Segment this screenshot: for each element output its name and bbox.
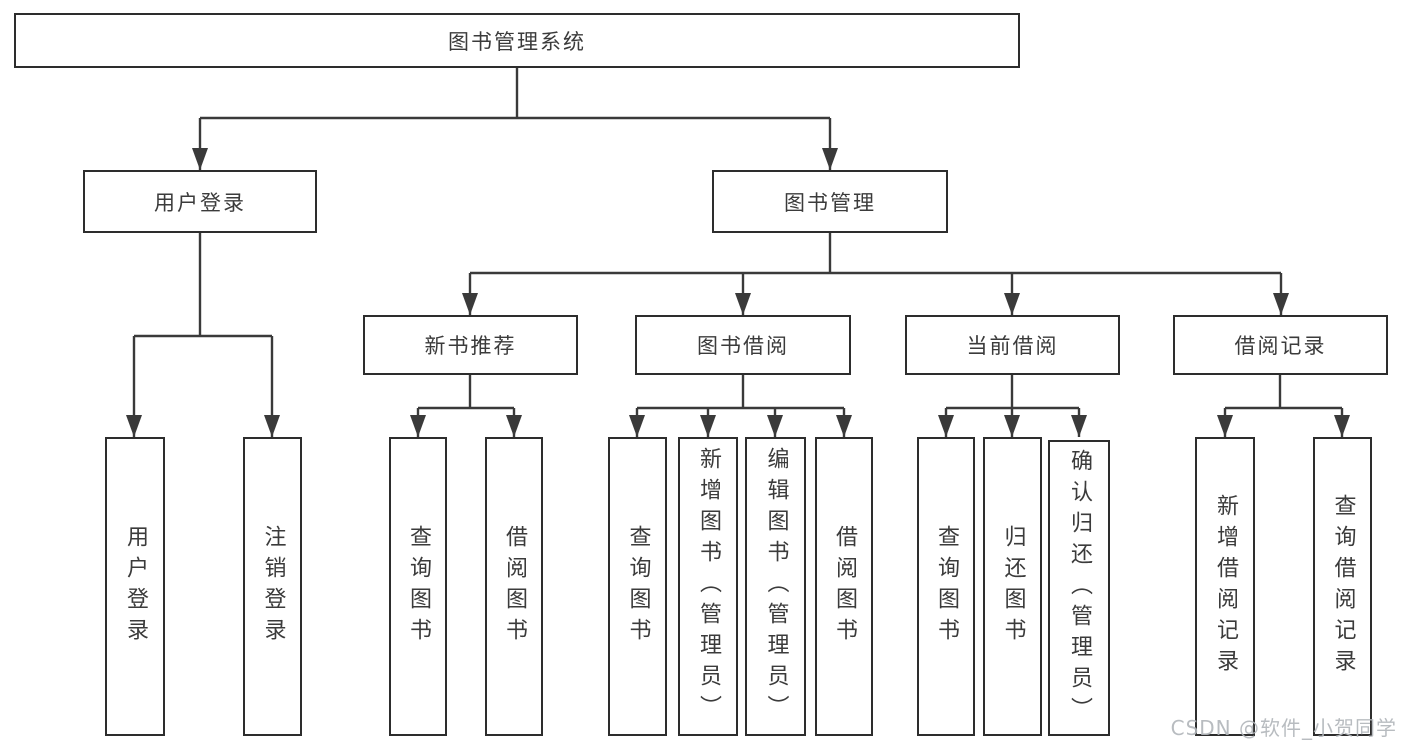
node-label: 查询图书 (625, 524, 651, 649)
leaf-add-borrow-record: 新增借阅记录 (1195, 437, 1255, 736)
node-label: 查询借阅记录 (1330, 493, 1356, 680)
csdn-watermark: CSDN @软件_小贺同学 (1170, 716, 1397, 740)
node-label: 图书管理 (784, 190, 876, 215)
node-label: 图书借阅 (697, 334, 789, 358)
leaf-query-books-current: 查询图书 (917, 437, 975, 736)
leaf-query-books-borrow: 查询图书 (608, 437, 667, 736)
leaf-borrow-books-recommend: 借阅图书 (485, 437, 543, 736)
node-label: 新增图书（管理员） (696, 447, 721, 726)
node-label: 归还图书 (1000, 524, 1026, 649)
node-label: 当前借阅 (966, 334, 1059, 358)
leaf-user-login: 用户登录 (105, 437, 165, 736)
node-book-management-branch: 图书管理 (712, 170, 948, 233)
node-current-borrow: 当前借阅 (905, 315, 1120, 375)
node-user-login-branch: 用户登录 (83, 170, 317, 233)
node-label: 查询图书 (406, 524, 431, 649)
node-label: 查询图书 (934, 524, 959, 649)
node-new-book-recommend: 新书推荐 (363, 315, 578, 375)
leaf-query-borrow-record: 查询借阅记录 (1313, 437, 1372, 736)
node-borrow-records: 借阅记录 (1173, 315, 1388, 375)
leaf-query-books-recommend: 查询图书 (389, 437, 447, 736)
leaf-logout: 注销登录 (243, 437, 302, 736)
leaf-borrow-books: 借阅图书 (815, 437, 873, 736)
leaf-confirm-return-admin: 确认归还（管理员） (1048, 440, 1110, 736)
leaf-add-books-admin: 新增图书（管理员） (678, 437, 738, 736)
node-book-borrow: 图书借阅 (635, 315, 851, 375)
node-label: 确认归还（管理员） (1067, 448, 1092, 728)
node-label: 借阅图书 (502, 524, 527, 649)
node-label: 新增借阅记录 (1213, 493, 1238, 680)
node-label: 借阅图书 (832, 524, 857, 649)
node-label: 借阅记录 (1234, 334, 1327, 358)
node-label: 图书管理系统 (448, 29, 586, 54)
leaf-return-books: 归还图书 (983, 437, 1042, 736)
node-label: 用户登录 (154, 190, 246, 215)
leaf-edit-books-admin: 编辑图书（管理员） (745, 437, 806, 736)
node-label: 注销登录 (260, 524, 286, 649)
node-root: 图书管理系统 (14, 13, 1020, 68)
node-label: 编辑图书（管理员） (763, 447, 789, 726)
node-label: 用户登录 (123, 524, 148, 649)
node-label: 新书推荐 (424, 334, 517, 358)
